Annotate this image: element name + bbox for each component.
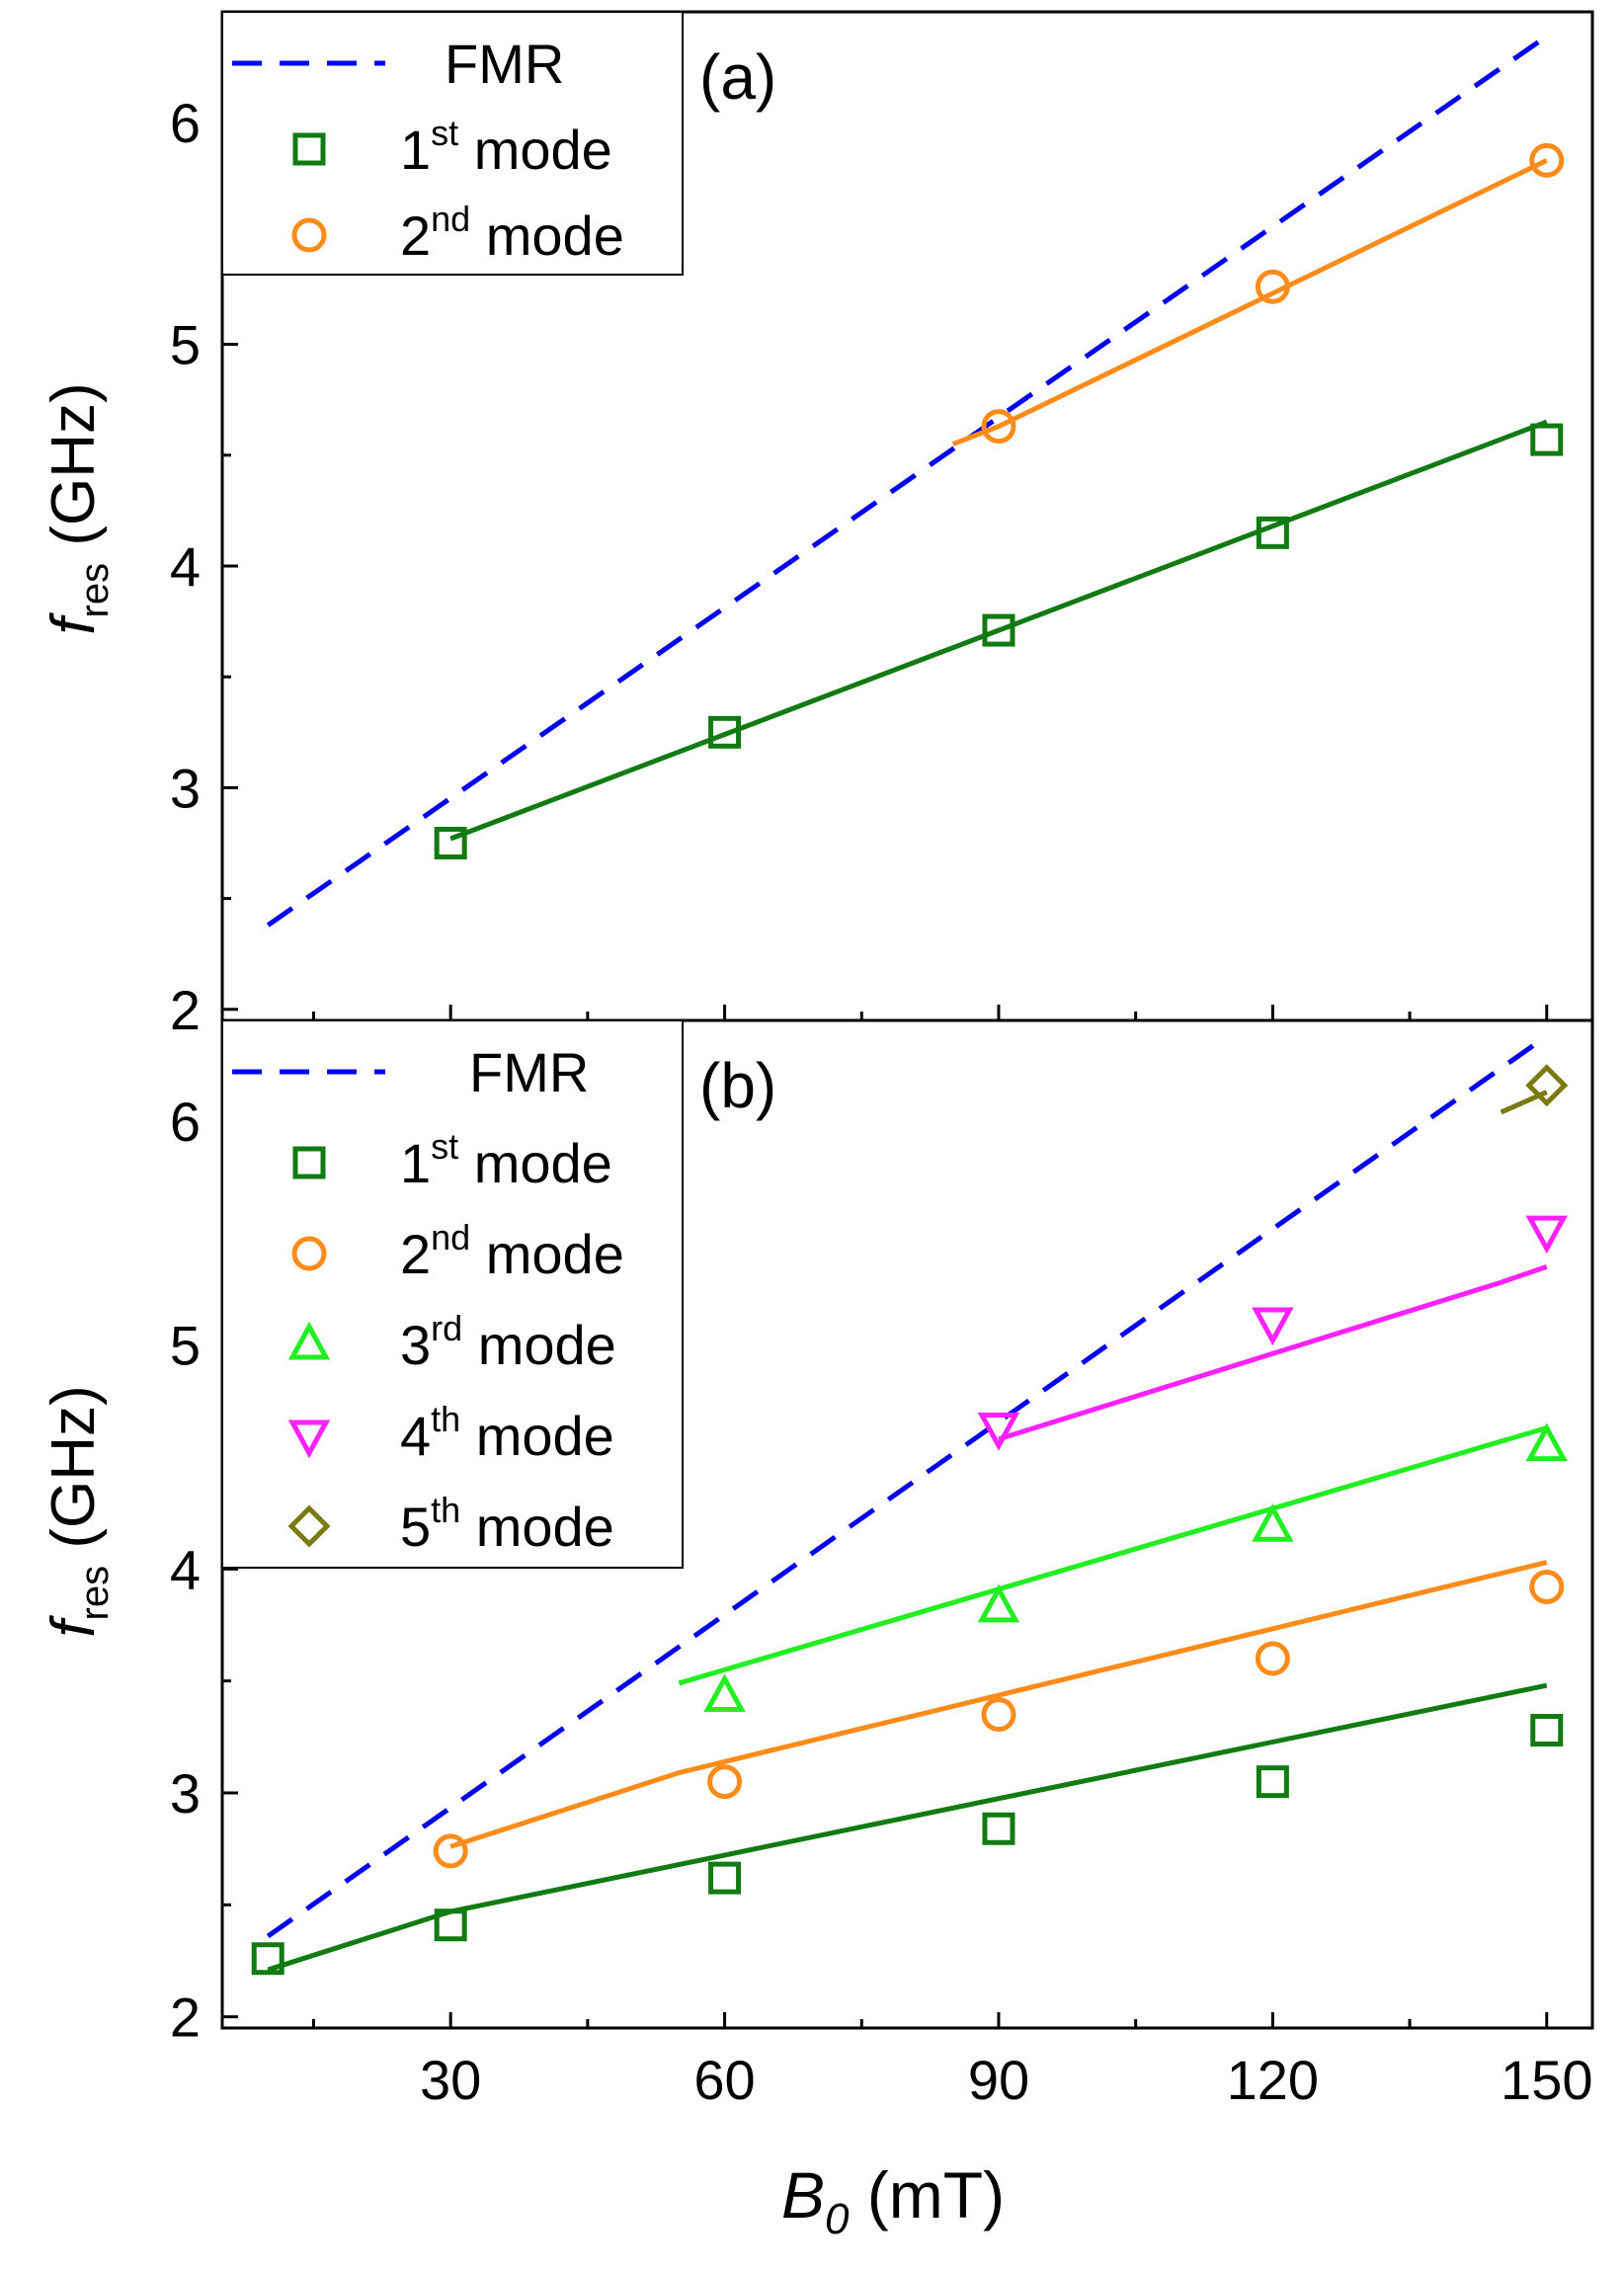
legend-marker: [292, 132, 326, 166]
y-axis-title-b: fres (GHz): [40, 1385, 117, 1637]
fit-line-2: [449, 1560, 1548, 1849]
data-point-mode-3: [1252, 1503, 1294, 1542]
data-point-mode-1: [982, 1812, 1015, 1845]
y-axis-titles: fres (GHz) fres (GHz): [40, 382, 117, 1637]
legend-label: FMR: [445, 33, 564, 95]
data-point-mode-3: [703, 1673, 746, 1713]
legend-label: 1st mode: [400, 1126, 612, 1194]
y-tick-label: 6: [170, 92, 201, 154]
data-point-mode-1: [1530, 1714, 1564, 1747]
legend-marker: [287, 1420, 331, 1459]
panels: 2 3 4 5 6 (a) FMR 1st mode 2nd mode 2 3 4 5 6 30 60 90 12…: [170, 10, 1594, 2111]
legend-label: 5th mode: [400, 1490, 614, 1558]
legend-label: 2nd mode: [400, 199, 624, 267]
data-point-mode-5: [1525, 1064, 1569, 1107]
legend: FMR 1st mode 2nd mode: [221, 11, 684, 276]
data-point-mode-2: [707, 1764, 743, 1800]
y-tick-label: 4: [170, 535, 201, 598]
legend-label: 3rd mode: [400, 1308, 616, 1376]
data-point-mode-3: [1525, 1422, 1568, 1462]
data-point-mode-1: [434, 826, 467, 859]
panel-label: (b): [699, 1050, 776, 1121]
data-point-mode-2: [1255, 269, 1290, 304]
y-tick-label: 5: [170, 1315, 201, 1377]
data-point-mode-2: [1529, 1569, 1565, 1604]
y-tick-label: 2: [170, 1987, 201, 2049]
data-point-mode-1: [708, 1861, 742, 1895]
legend-label: 1st mode: [400, 113, 612, 181]
legend-label: 4th mode: [400, 1399, 614, 1467]
data-point-mode-1: [982, 613, 1015, 647]
legend-marker: [291, 217, 327, 253]
legend-marker: [291, 1236, 327, 1271]
y-tick-label: 3: [170, 1762, 201, 1825]
fit-line-1: [449, 419, 1548, 842]
legend-box: [221, 11, 684, 276]
fmr-dashed-line: [266, 34, 1549, 928]
x-tick-label: 60: [693, 2049, 755, 2111]
fit-line-2: [951, 158, 1548, 446]
x-tick-label: 120: [1227, 2049, 1319, 2111]
legend-label: FMR: [469, 1041, 589, 1103]
y-axis-title-a: fres (GHz): [40, 382, 117, 634]
fit-line-3: [678, 1425, 1548, 1686]
data-point-mode-2: [433, 1833, 468, 1869]
data-point-mode-2: [1255, 1641, 1290, 1676]
fmr-dashed-line: [266, 1033, 1549, 1939]
legend-box: [221, 1019, 684, 1569]
data-point-mode-4: [1525, 1215, 1568, 1255]
data-point-mode-2: [981, 1697, 1016, 1733]
panel-label: (a): [699, 41, 776, 113]
data-point-mode-1: [434, 1908, 467, 1942]
data-point-mode-1: [708, 715, 742, 749]
x-tick-label: 150: [1501, 2049, 1592, 2111]
y-tick-label: 3: [170, 757, 201, 819]
legend: FMR 1st mode 2nd mode 3rd mode 4th mode 5th m…: [221, 1019, 684, 1569]
y-tick-label: 5: [170, 314, 201, 376]
y-tick-label: 4: [170, 1538, 201, 1600]
data-point-mode-4: [1252, 1307, 1294, 1346]
data-point-mode-1: [1256, 516, 1289, 549]
data-point-mode-2: [981, 409, 1016, 445]
fit-line-4: [998, 1263, 1548, 1442]
legend-marker: [292, 1146, 326, 1179]
data-point-mode-4: [977, 1413, 1020, 1451]
y-tick-label: 6: [170, 1091, 201, 1153]
x-tick-label: 30: [420, 2049, 481, 2111]
panel-b: 2 3 4 5 6 30 60 90 120 150 (b) FMR 1st mode 2nd mode 3…: [170, 1018, 1594, 2111]
data-point-mode-1: [251, 1942, 284, 1976]
legend-label: 2nd mode: [400, 1217, 624, 1285]
panel-a: 2 3 4 5 6 (a) FMR 1st mode 2nd mode: [170, 10, 1594, 1041]
data-point-mode-3: [977, 1583, 1020, 1623]
x-tick-label: 90: [968, 2049, 1029, 2111]
legend-marker: [287, 1321, 331, 1360]
data-point-mode-2: [1529, 142, 1565, 178]
x-axis-title: B0 (mT): [781, 2158, 1005, 2243]
data-point-mode-1: [1530, 423, 1564, 456]
y-tick-label: 2: [170, 979, 201, 1041]
fit-line-1: [267, 1682, 1548, 1973]
data-point-mode-1: [1256, 1765, 1289, 1799]
legend-marker: [287, 1504, 331, 1548]
